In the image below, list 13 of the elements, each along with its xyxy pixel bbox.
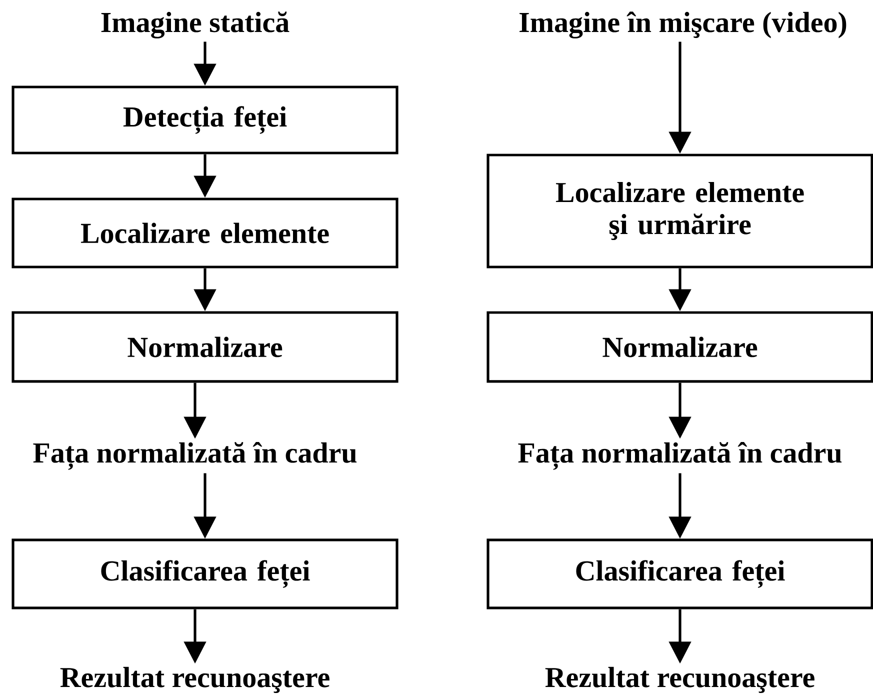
flow-label: Fața normalizată în cadru (33, 442, 357, 470)
process-box: Clasificarea feței (486, 538, 873, 610)
flow-label: Rezultat recunoaştere (60, 666, 330, 694)
process-box: Detecția feței (12, 86, 398, 154)
process-box: Normalizare (486, 311, 873, 383)
process-box: Normalizare (12, 311, 398, 383)
flow-label: Imagine în mişcare (video) (520, 12, 846, 38)
process-box: Clasificarea feței (12, 538, 398, 610)
flow-label: Fața normalizată în cadru (518, 442, 842, 470)
process-box: Localizare elemente (12, 198, 398, 268)
flow-label: Imagine statică (101, 12, 290, 38)
process-box: Localizare elemente şi urmărire (486, 154, 873, 268)
flow-label: Rezultat recunoaştere (545, 666, 814, 694)
